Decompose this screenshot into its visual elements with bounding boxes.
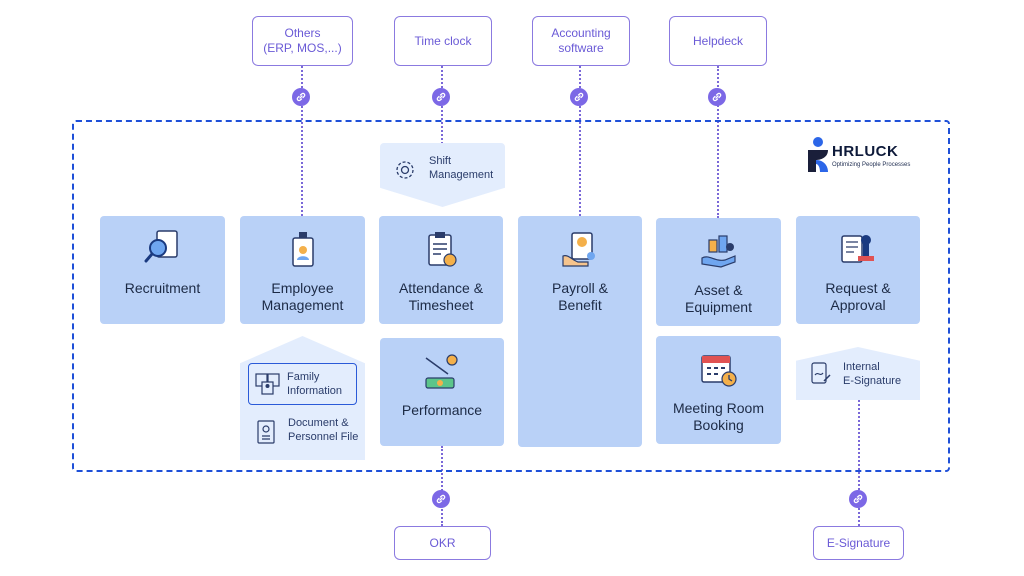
link-icon (570, 88, 588, 106)
hrluck-logo-icon (808, 137, 828, 172)
family-information-item[interactable]: Family Information (248, 363, 357, 405)
document-icon (257, 420, 275, 444)
family-line2: Information (287, 385, 343, 397)
recruitment-label: Recruitment (124, 280, 201, 296)
document-personnel-item[interactable]: Document & Personnel File (248, 412, 360, 452)
meeting-line1: Meeting Room (672, 400, 765, 416)
external-helpdeck-box: Helpdeck (669, 16, 767, 66)
calendar-clock-icon (700, 355, 737, 387)
brand-name: HRLUCK (832, 143, 899, 160)
okr-label: OKR (429, 535, 456, 550)
request-approval-module[interactable]: Request & Approval (796, 216, 920, 324)
employee-line2: Management (261, 297, 344, 313)
request-line1: Request & (825, 280, 891, 296)
performance-module[interactable]: Performance (380, 338, 504, 446)
accounting-line1: Accounting (551, 26, 611, 40)
signature-tablet-icon (811, 362, 831, 384)
document-line2: Personnel File (288, 431, 359, 443)
link-icon (292, 88, 310, 106)
external-okr-box: OKR (394, 526, 491, 560)
accounting-line2: software (558, 41, 604, 55)
performance-chart-icon (425, 354, 458, 389)
attendance-timesheet-module[interactable]: Attendance & Timesheet (379, 216, 503, 324)
others-line2: (ERP, MOS,...) (263, 41, 342, 55)
recruitment-module[interactable]: Recruitment (100, 216, 225, 324)
connector-accounting (579, 66, 581, 216)
attendance-line2: Timesheet (408, 297, 474, 313)
connector-esignature (858, 400, 860, 526)
magnifier-document-icon (144, 230, 178, 263)
meeting-room-booking-module[interactable]: Meeting Room Booking (656, 336, 781, 444)
asset-hand-icon (700, 235, 736, 268)
brand-tagline: Optimizing People Processes (832, 162, 911, 168)
asset-line2: Equipment (685, 299, 752, 315)
attendance-line1: Attendance & (398, 280, 484, 296)
asset-line1: Asset & (694, 282, 743, 298)
employee-line1: Employee (271, 280, 334, 296)
request-line2: Approval (830, 297, 886, 313)
shift-line1: Shift (429, 155, 452, 167)
family-line1: Family (287, 371, 320, 383)
employee-management-module[interactable]: Employee Management (240, 216, 365, 324)
link-icon (849, 490, 867, 508)
esignature-label: E-Signature (826, 535, 891, 550)
shift-line2: Management (429, 169, 494, 181)
clipboard-gear-icon (428, 232, 457, 267)
gear-clock-icon (396, 161, 414, 179)
link-icon (432, 88, 450, 106)
connector-okr (441, 446, 443, 526)
document-line1: Document & (288, 417, 349, 429)
external-others-box: Others(ERP, MOS,...) (252, 16, 353, 66)
link-icon (708, 88, 726, 106)
time-clock-label: Time clock (414, 33, 472, 48)
connector-helpdeck (717, 66, 719, 218)
approval-stamp-icon (841, 235, 874, 263)
others-line1: Others (284, 26, 321, 40)
family-icon (255, 373, 280, 395)
external-time-clock-box: Time clock (394, 16, 492, 66)
id-badge-icon (291, 232, 314, 267)
helpdeck-label: Helpdeck (692, 33, 744, 48)
internal-esign-line2: E-Signature (843, 375, 902, 387)
payroll-benefit-module[interactable]: Payroll & Benefit (518, 216, 642, 447)
asset-equipment-module[interactable]: Asset & Equipment (656, 218, 781, 326)
link-icon (432, 490, 450, 508)
internal-esign-line1: Internal (843, 361, 880, 373)
system-boundary-frame (72, 120, 950, 472)
meeting-line2: Booking (693, 417, 744, 433)
performance-label: Performance (401, 402, 483, 418)
payroll-line2: Benefit (558, 297, 602, 313)
payroll-line1: Payroll & (551, 280, 609, 296)
payroll-hand-icon (562, 232, 595, 267)
external-esignature-box: E-Signature (813, 526, 904, 560)
connector-others (301, 66, 303, 216)
